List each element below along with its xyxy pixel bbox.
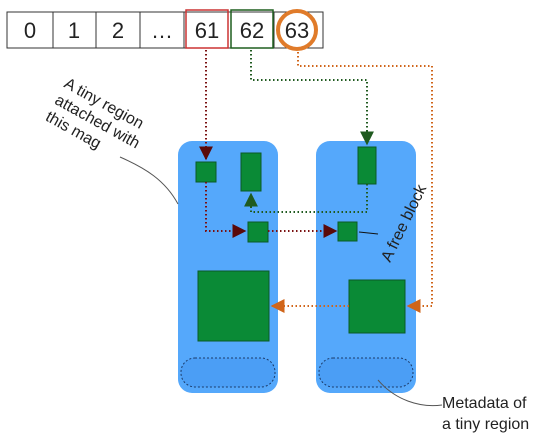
bin-label-1: 1	[68, 18, 80, 43]
metadata-annotation-leader	[377, 379, 443, 407]
tiny-region-left	[178, 141, 278, 393]
left-block-small-top	[195, 161, 217, 183]
right-block-free	[337, 221, 358, 242]
free-list-bin-61	[199, 50, 338, 238]
right-block-tall	[357, 146, 377, 185]
region-left-body	[178, 141, 278, 393]
bin-label-0: 0	[24, 18, 36, 43]
bin-62-highlight	[230, 9, 274, 49]
metadata-annotation-line-2: a tiny region	[442, 416, 529, 433]
bin-label-2: 2	[112, 18, 124, 43]
free-list-bin-63	[270, 52, 433, 313]
region-annotation-leader	[119, 156, 179, 205]
bin62-to-right-tall	[250, 50, 374, 146]
right-tall-to-left-tall	[244, 184, 368, 213]
bin-array-outline	[6, 11, 324, 49]
left-block-tall	[240, 152, 262, 192]
free-block-leader	[358, 231, 379, 235]
right-block-large	[348, 279, 406, 334]
bin-array: 0 1 2 … 61 62 63	[6, 9, 324, 51]
free-list-bin-62	[244, 50, 374, 213]
left-small-to-left-middle	[205, 182, 247, 238]
bin63-to-right-large	[297, 52, 433, 313]
bin-label-61: 61	[195, 18, 219, 43]
region-annotation: A tiny region attached with this mag	[43, 75, 147, 152]
bin-61-highlight	[185, 9, 229, 49]
bin-label-63: 63	[285, 18, 309, 43]
region-right-metadata	[318, 357, 414, 388]
left-block-large	[197, 270, 270, 342]
region-left-metadata	[180, 357, 276, 388]
bin-label-ellipsis: …	[151, 18, 173, 43]
bin-label-62: 62	[240, 18, 264, 43]
tiny-region-right	[316, 141, 416, 393]
metadata-annotation-line-1: Metadata of	[442, 395, 527, 412]
bin-63-highlight	[276, 9, 318, 51]
left-block-middle	[247, 221, 269, 243]
